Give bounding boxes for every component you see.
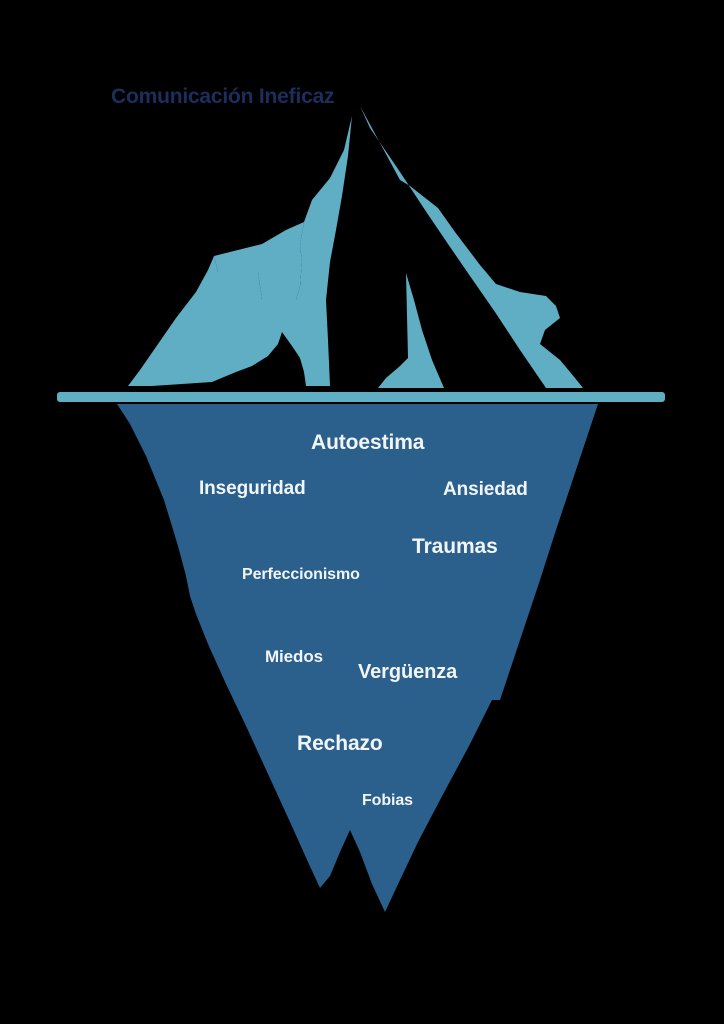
iceberg-below-water-group: [117, 404, 598, 912]
iceberg-left-shoulder-shape: [214, 222, 304, 300]
label-traumas: Traumas: [412, 535, 498, 558]
label-ansiedad: Ansiedad: [443, 479, 528, 500]
iceberg-above-water-group: [128, 106, 583, 388]
iceberg-left-ridge-shape: [128, 116, 352, 386]
page-title: Comunicación Ineficaz: [111, 85, 335, 108]
iceberg-underwater-shape: [117, 404, 598, 912]
label-autoestima: Autoestima: [311, 431, 425, 454]
label-fobias: Fobias: [362, 792, 413, 809]
label-rechazo: Rechazo: [297, 732, 383, 755]
label-inseguridad: Inseguridad: [199, 478, 306, 499]
label-perfeccionismo: Perfeccionismo: [242, 566, 360, 583]
waterline-bar: [57, 392, 665, 402]
iceberg-right-subpeak-shape: [378, 273, 444, 388]
iceberg-main-peak-shape: [360, 106, 583, 388]
label-verguenza: Vergüenza: [358, 661, 458, 683]
label-miedos: Miedos: [265, 647, 323, 666]
